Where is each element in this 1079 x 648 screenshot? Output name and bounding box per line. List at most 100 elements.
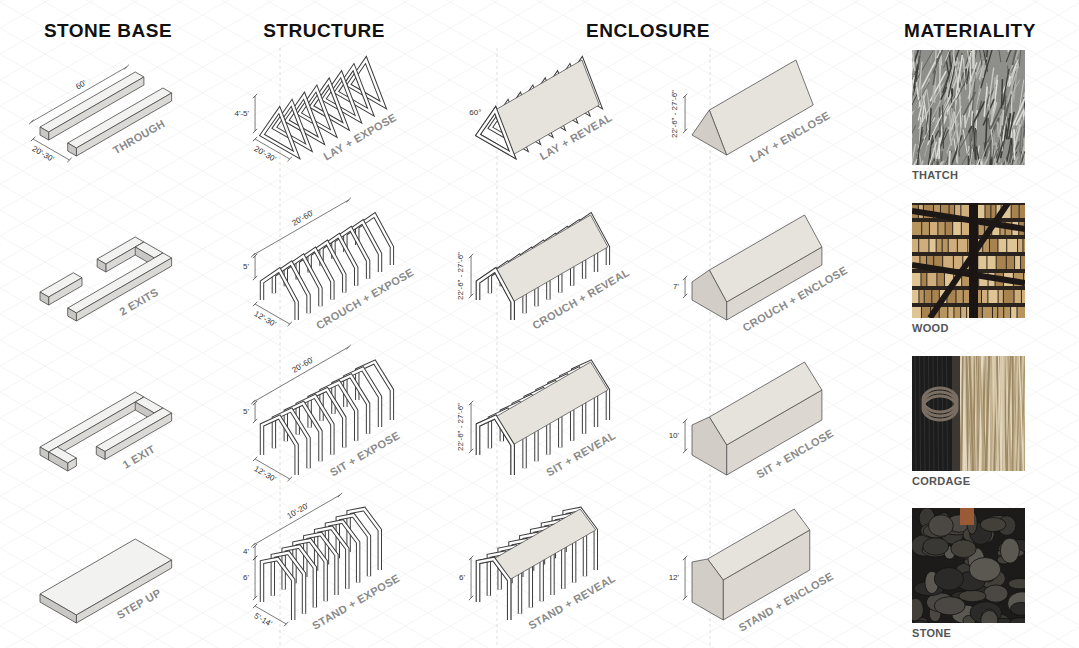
grid-line: [0, 2, 1079, 625]
grid-line: [0, 185, 1079, 648]
grid-line: [0, 29, 1079, 648]
photo-texture: [961, 307, 966, 318]
photo-texture: [943, 239, 948, 252]
gable-end: [692, 110, 727, 155]
photo-texture: [980, 518, 1006, 532]
dimension-label: 4': [242, 547, 250, 556]
photo-texture: [982, 61, 985, 78]
photo-texture: [990, 102, 996, 125]
grid-line: [0, 0, 1079, 417]
photo-texture: [1024, 82, 1025, 98]
structure-frames: [262, 362, 392, 475]
photo-texture: [981, 610, 998, 623]
photo-texture: [1013, 98, 1025, 125]
dimension-label: 22'-6" - 27'-6": [670, 89, 679, 139]
photo-texture: [956, 55, 962, 98]
dimension-line: [685, 421, 686, 451]
closed-enclosure: [692, 215, 822, 320]
photo-texture: [946, 222, 953, 235]
material-caption: WOOD: [912, 322, 949, 334]
dimension-tick: [683, 94, 687, 98]
photo-texture: [990, 239, 997, 252]
photo-texture: [1013, 50, 1018, 65]
stone-face: [96, 447, 105, 460]
photo-texture: [912, 222, 921, 235]
photo-texture: [986, 50, 988, 62]
photo-texture: [938, 222, 944, 235]
photo-texture: [912, 211, 1025, 229]
dimension-label: 5': [242, 262, 250, 271]
grid-line: [0, 0, 1079, 366]
grid-line: [0, 159, 1079, 648]
dimension-tick: [253, 302, 257, 306]
grid-line: [0, 3, 1079, 626]
dimension-tick: [683, 294, 687, 298]
photo-texture: [961, 356, 963, 471]
photo-texture: [940, 307, 948, 318]
dimension-line: [253, 347, 348, 402]
photo-texture: [912, 239, 918, 252]
dimension-tick: [288, 477, 292, 481]
dimension-tick: [284, 622, 288, 626]
grid-line: [0, 0, 1079, 418]
grid-line: [0, 0, 1079, 1]
photo-texture: [1010, 618, 1025, 623]
photo-texture: [969, 79, 971, 118]
photo-texture: [984, 585, 1008, 602]
photo-texture: [912, 307, 921, 318]
dimension-tick: [683, 419, 687, 423]
photo-texture: [934, 567, 963, 590]
photo-texture: [1024, 111, 1025, 128]
photo-texture: [929, 162, 942, 165]
photo-texture: [1016, 160, 1018, 165]
photo-texture: [1024, 356, 1025, 471]
photo-texture: [969, 149, 973, 165]
dimension-tick: [683, 556, 687, 560]
photo-texture: [912, 203, 1025, 318]
dimension-tick: [253, 94, 257, 98]
variant-label: SIT + ENCLOSE: [753, 426, 836, 481]
dimension-label: 60': [73, 77, 88, 91]
photo-texture: [929, 158, 935, 165]
photo-texture: [929, 108, 931, 140]
photo-texture: [929, 239, 935, 252]
photo-texture: [986, 356, 989, 471]
dimension-tick: [29, 120, 33, 124]
variant-label: SIT + EXPOSE: [327, 428, 403, 479]
variant-label: 1 EXIT: [119, 442, 158, 472]
dimension-line: [685, 96, 686, 131]
variant-label: 2 EXITS: [116, 285, 161, 318]
photo-texture: [963, 164, 974, 165]
guide-line: [280, 48, 281, 648]
photo-texture: [1012, 356, 1014, 471]
frame-outline: [478, 270, 513, 320]
photo-texture: [1012, 205, 1019, 218]
roof-plane: [709, 362, 822, 445]
photo-texture: [975, 356, 977, 471]
photo-texture: [984, 87, 987, 117]
photo-texture: [990, 356, 991, 471]
photo-texture: [982, 290, 987, 303]
dimension-label: 7': [672, 282, 680, 291]
photo-texture: [912, 265, 1025, 283]
photo-texture: [1019, 50, 1021, 66]
photo-texture: [990, 356, 994, 471]
photo-texture: [927, 273, 936, 286]
dimension-tick: [469, 449, 473, 453]
grid-line: [0, 289, 1079, 648]
grid-line: [0, 0, 1079, 495]
photo-texture: [1001, 356, 1005, 471]
grid-line: [0, 0, 1079, 470]
variant-label: CROUCH + REVEAL: [529, 265, 632, 332]
photo-texture: [1007, 356, 1011, 471]
dimension-label: 12'-30': [251, 463, 278, 484]
stone-face: [97, 259, 106, 272]
grid-line: [0, 0, 1079, 391]
frame-member: [262, 559, 293, 620]
gable-end: [692, 559, 723, 620]
grid-line: [0, 0, 1079, 365]
dimension-label: 4'-5': [233, 109, 250, 118]
photo-texture: [966, 50, 969, 61]
stone-face: [40, 447, 49, 460]
photo-texture: [948, 66, 955, 97]
